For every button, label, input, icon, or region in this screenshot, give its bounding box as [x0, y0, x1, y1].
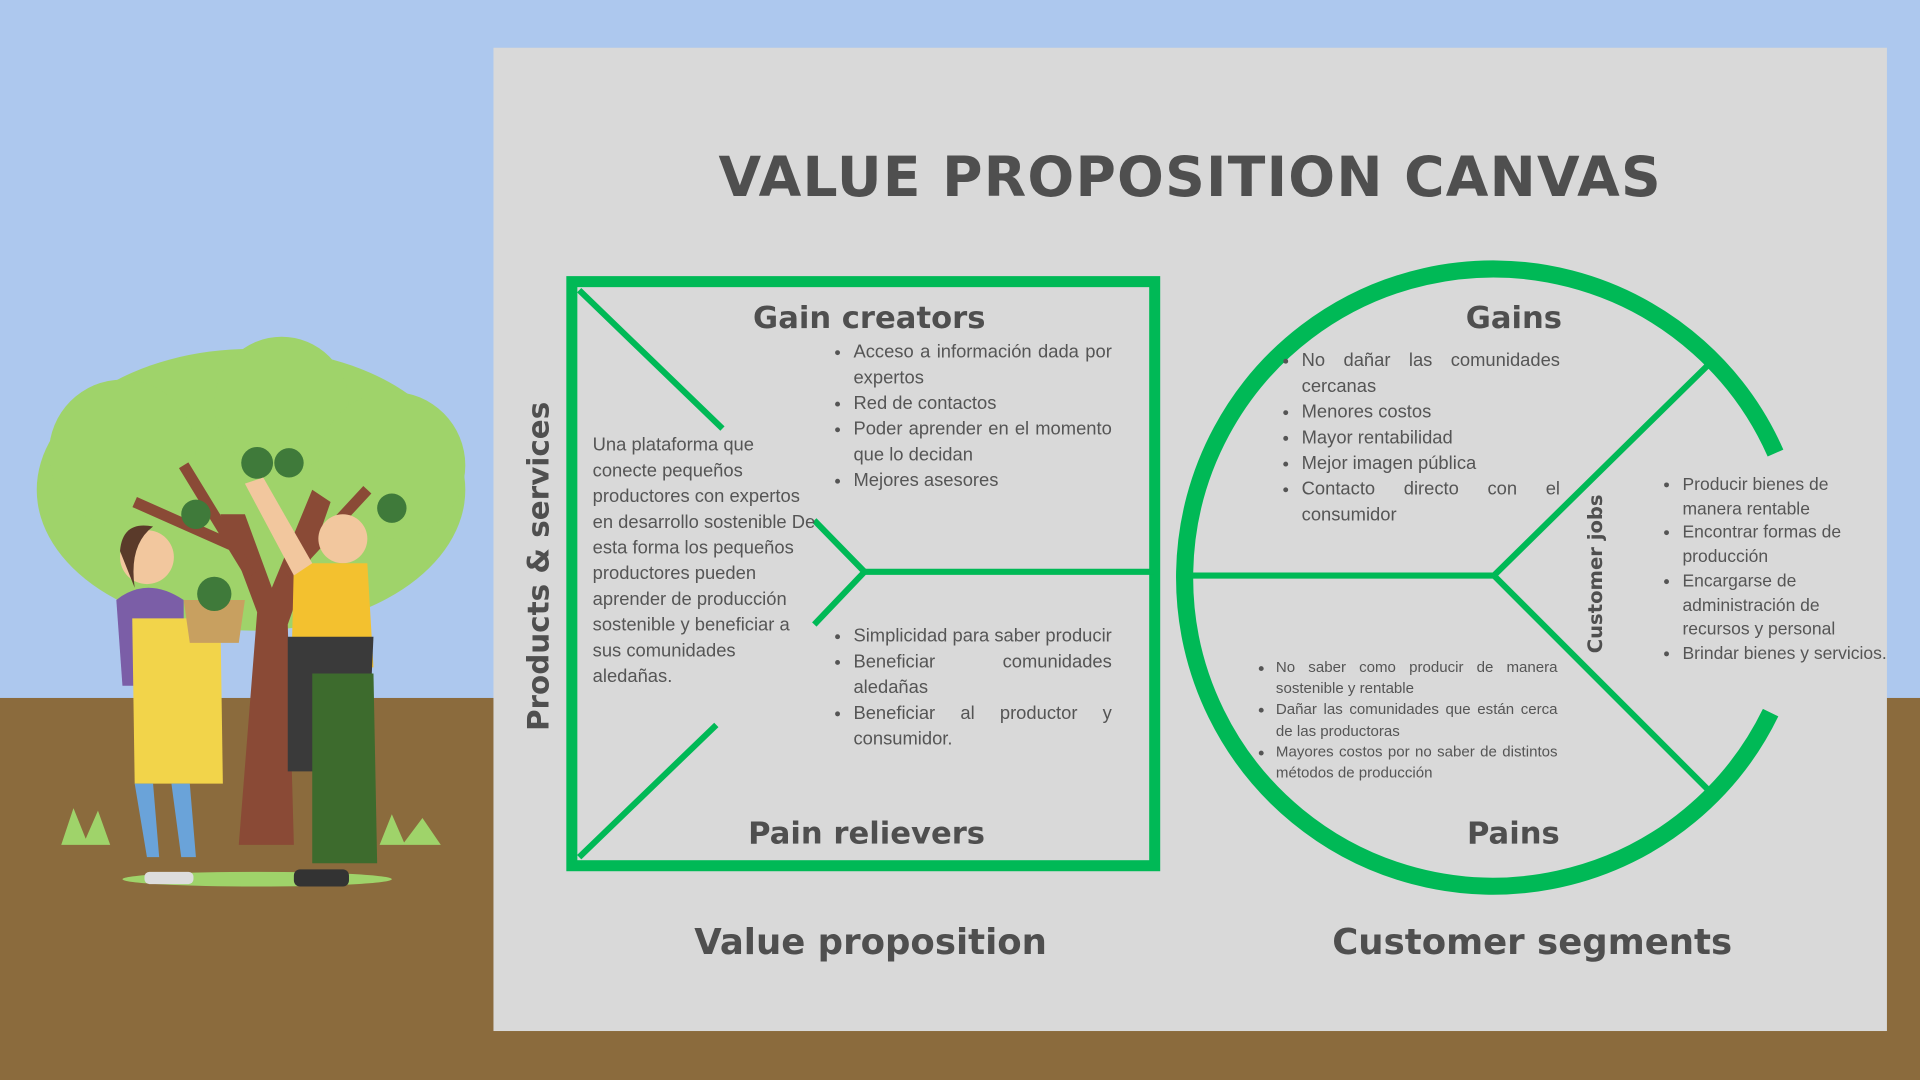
value-proposition-label: Value proposition — [694, 920, 1047, 963]
man-figure-icon — [244, 477, 378, 887]
customer-jobs-list: Producir bienes de manera rentable Encon… — [1658, 474, 1888, 667]
gains-list: No dañar las comunidades cercanas Menore… — [1277, 348, 1560, 528]
list-item: Red de contactos — [853, 391, 1111, 417]
page-title: VALUE PROPOSITION CANVAS — [718, 144, 1662, 210]
list-item: Mayor rentabilidad — [1302, 425, 1560, 451]
list-item: Mejor imagen pública — [1302, 451, 1560, 477]
tree-icon — [36, 336, 466, 845]
list-item: Brindar bienes y servicios. — [1682, 643, 1888, 667]
gain-creators-heading: Gain creators — [753, 300, 986, 336]
list-item: Poder aprender en el momento que lo deci… — [853, 416, 1111, 467]
list-item: Producir bienes de manera rentable — [1682, 474, 1888, 522]
list-item: Simplicidad para saber producir — [853, 623, 1111, 649]
list-item: No dañar las comunidades cercanas — [1302, 348, 1560, 399]
pain-relievers-list: Simplicidad para saber producir Benefici… — [829, 623, 1111, 752]
list-item: Menores costos — [1302, 399, 1560, 425]
list-item: Mayores costos por no saber de distintos… — [1276, 742, 1558, 784]
pains-heading: Pains — [1466, 815, 1560, 852]
list-item: Beneficiar comunidades aledañas — [853, 649, 1111, 700]
list-item: Beneficiar al productor y consumidor. — [853, 700, 1111, 751]
list-item: Acceso a información dada por expertos — [853, 339, 1111, 390]
pain-relievers-heading: Pain relievers — [748, 815, 986, 852]
list-item: Dañar las comunidades que están cerca de… — [1276, 700, 1558, 742]
farmers-tree-illustration — [36, 336, 466, 887]
gain-creators-list: Acceso a información dada por expertos R… — [829, 339, 1111, 494]
gains-heading: Gains — [1465, 300, 1563, 336]
woman-figure-icon — [116, 525, 245, 885]
list-item: Mejores asesores — [853, 468, 1111, 494]
list-item: Encargarse de administración de recursos… — [1682, 570, 1888, 642]
pains-list: No saber como producir de manera sosteni… — [1254, 658, 1558, 784]
customer-jobs-heading: Customer jobs — [1583, 494, 1608, 654]
list-item: Contacto directo con el consumidor — [1302, 476, 1560, 527]
products-services-heading: Products & services — [521, 401, 556, 732]
list-item: Encontrar formas de producción — [1682, 522, 1888, 570]
customer-segments-label: Customer segments — [1332, 920, 1733, 963]
list-item: No saber como producir de manera sosteni… — [1276, 658, 1558, 700]
products-services-text: Una plataforma que conecte pequeños prod… — [592, 434, 816, 687]
